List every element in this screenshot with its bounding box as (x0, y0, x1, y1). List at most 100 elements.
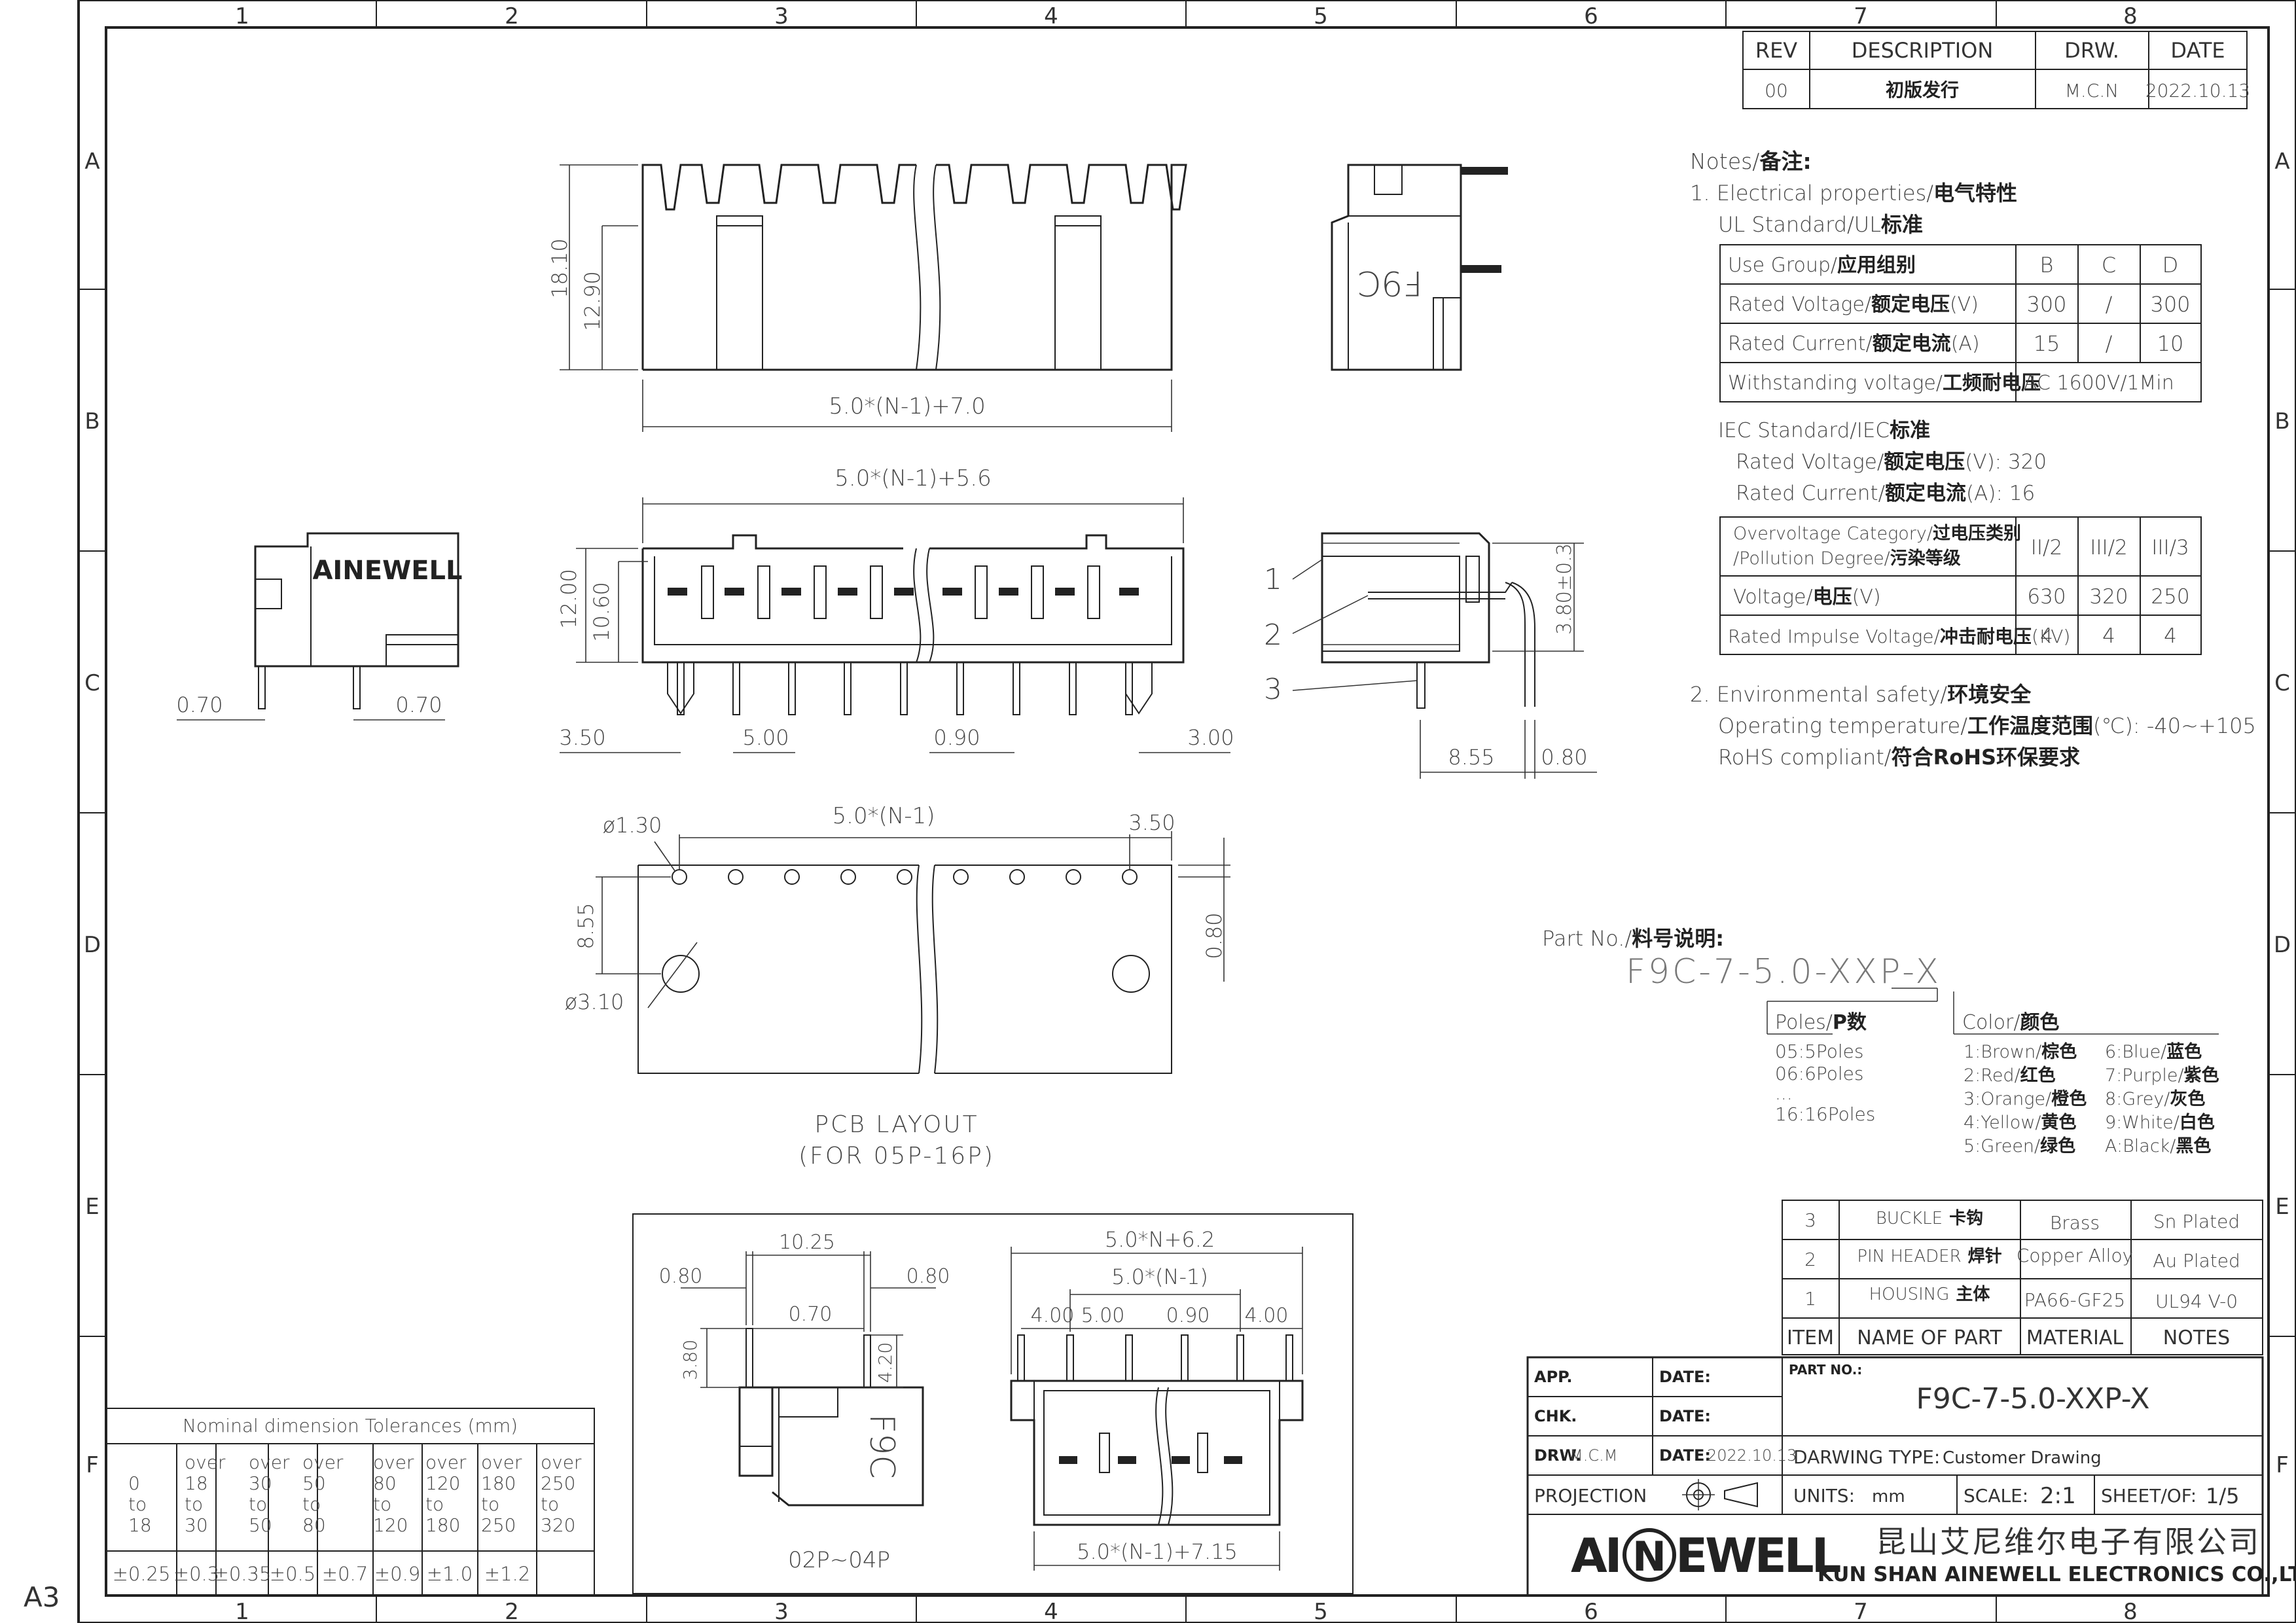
ul-table: Use Group/应用组别 Rated Voltage/额定电压(V) Rat… (1719, 244, 2202, 402)
poles-heading: Poles/P数 (1775, 1011, 1867, 1034)
rev-description: 初版发行 (1886, 79, 1959, 101)
rev-header: REV (1755, 38, 1797, 63)
col-label: 1 (235, 1599, 249, 1623)
tb-sheet-label: SHEET/OF: (2101, 1485, 2197, 1507)
color-item: 2:Red/红色 (1964, 1065, 2056, 1086)
tb-units: mm (1872, 1487, 1905, 1507)
dim-label: 0.80 (659, 1265, 703, 1288)
iec-cell: 4 (2164, 624, 2177, 648)
poles-item: 06:6Poles (1775, 1063, 1864, 1084)
env-heading: 2. Environmental safety/环境安全 (1690, 682, 2032, 707)
tb-chk: CHK. (1534, 1407, 1577, 1425)
row-label: D (84, 932, 101, 958)
iec-cell: 320 (2089, 585, 2128, 609)
tb-app: APP. (1534, 1368, 1572, 1386)
tol-value: ±0.3 (173, 1563, 219, 1585)
tb-date: DATE: (1659, 1407, 1711, 1425)
col-label: 5 (1314, 1599, 1328, 1623)
svg-text:EWELL: EWELL (1676, 1528, 1840, 1583)
dim-label: 12.00 (556, 569, 581, 629)
tb-scale: 2:1 (2040, 1483, 2076, 1509)
dim-label: 0.80 (1202, 912, 1227, 959)
bom-header: MATERIAL (2026, 1327, 2124, 1349)
color-item: 9:White/白色 (2105, 1112, 2215, 1133)
dim-label: 5.0*(N-1)+7.0 (829, 393, 986, 419)
tb-units-label: UNITS: (1793, 1485, 1855, 1507)
tb-drw: DRW. (1534, 1446, 1581, 1465)
bom-material: Brass (2050, 1212, 2100, 1234)
tol-range: to (425, 1493, 444, 1515)
dim-label: 8.55 (573, 902, 598, 949)
rev-number: 00 (1765, 80, 1788, 101)
rev-header: DATE (2170, 38, 2225, 63)
dim-label: 0.90 (1166, 1304, 1210, 1327)
iec-row-label: Rated Impulse Voltage/冲击耐电压(KV) (1728, 626, 2070, 647)
tol-value: ±1.0 (427, 1563, 473, 1585)
tb-drw-value: M.C.M (1570, 1446, 1617, 1465)
tol-range: to (481, 1493, 499, 1515)
svg-text:N: N (1632, 1533, 1666, 1580)
tol-value: ±0.9 (374, 1563, 420, 1585)
dim-label: ø3.10 (565, 990, 624, 1014)
ul-cell: 15 (2034, 331, 2060, 356)
ul-row-label: Withstanding voltage/工频耐电压 (1728, 372, 2041, 395)
ainewell-logo: AI N EWELL (1571, 1528, 1843, 1583)
bom-material: Copper Alloy (2017, 1245, 2133, 1266)
col-label: 7 (1854, 3, 1868, 29)
tb-drawing-type-label: DARWING TYPE: (1793, 1446, 1940, 1468)
dim-label: 5.0*(N-1) (1111, 1264, 1208, 1289)
tol-range: over (541, 1452, 582, 1473)
col-label: 3 (774, 3, 789, 29)
projection-symbol-icon (1682, 1479, 1758, 1510)
tol-range: to (541, 1493, 559, 1515)
dim-label: 5.00 (742, 725, 789, 750)
tol-range: 50 (249, 1514, 272, 1536)
col-label: 2 (505, 3, 519, 29)
tol-range: 320 (541, 1514, 575, 1536)
color-item: A:Black/黑色 (2105, 1135, 2211, 1156)
row-label: F (2276, 1452, 2289, 1478)
pcb-layout: ø1.30 ø3.10 5.0*(N-1) 3.50 8.55 0.80 PCB… (565, 803, 1230, 1169)
dim-label: 12.90 (580, 271, 605, 331)
dim-label: 5.0*(N-1)+5.6 (834, 465, 992, 491)
dim-label: 3.80±0.3 (1553, 543, 1576, 635)
tol-range: 180 (481, 1472, 516, 1494)
iec-cell: 630 (2027, 585, 2066, 609)
bom-notes: Sn Plated (2153, 1211, 2240, 1232)
bom-notes: Au Plated (2153, 1250, 2240, 1272)
ul-heading: UL Standard/UL标准 (1718, 212, 1923, 237)
tol-range: over (425, 1452, 467, 1473)
tol-range: 80 (302, 1514, 326, 1536)
row-label: B (84, 408, 99, 435)
iec-cell: 4 (2102, 624, 2115, 648)
row-label: E (85, 1194, 99, 1220)
tb-drawing-type: Customer Drawing (1943, 1448, 2102, 1468)
tol-range: over (481, 1452, 522, 1473)
rev-drawer: M.C.N (2065, 80, 2119, 101)
tol-range: over (185, 1452, 226, 1473)
ul-cell: B (2040, 253, 2054, 277)
title-block: APP. CHK. DRW. DATE: DATE: DATE: PART NO… (1526, 1356, 2296, 1597)
col-label: 1 (235, 3, 249, 29)
color-item: 8:Grey/灰色 (2105, 1088, 2205, 1109)
dim-label: 3.50 (559, 725, 605, 750)
bom-notes: UL94 V-0 (2155, 1291, 2238, 1312)
ul-cell: / (2106, 331, 2113, 356)
dim-label: 0.70 (789, 1303, 833, 1326)
iec-row-label: Voltage/电压(V) (1733, 586, 1881, 609)
ul-withstanding-value: AC 1600V/1Min (2024, 372, 2174, 395)
front-view: 5.0*(N-1)+5.6 12.00 10.60 3.50 5.00 0.90… (556, 465, 1234, 753)
dim-label: 5.0*(N-1) (833, 803, 935, 829)
color-item: 4:Yellow/黄色 (1964, 1112, 2077, 1133)
tol-range: 250 (541, 1472, 575, 1494)
tol-range: to (302, 1493, 321, 1515)
iec-cell: II/2 (2031, 536, 2062, 560)
iec-current: Rated Current/额定电流(A): 16 (1736, 482, 2035, 505)
ul-cell: C (2102, 253, 2116, 277)
dim-label: 3.00 (1187, 725, 1234, 750)
tol-range: 120 (425, 1472, 460, 1494)
bom-item: 2 (1804, 1249, 1816, 1270)
tol-range: to (373, 1493, 391, 1515)
dim-label: 0.80 (906, 1265, 950, 1288)
